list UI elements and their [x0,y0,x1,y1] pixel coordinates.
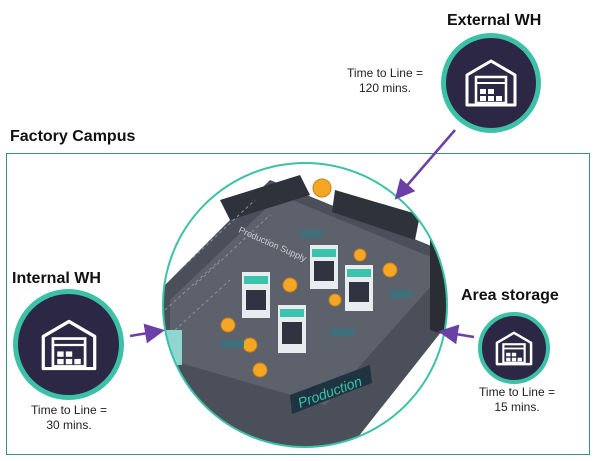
area-time-line2: 15 mins. [494,400,540,414]
internal-wh-time-note: Time to Line = 30 mins. [14,403,124,433]
robot-arm [328,293,342,307]
external-wh-icon-circle [441,33,541,133]
internal-time-line1: Time to Line = [31,403,107,417]
robot-arm [382,262,398,278]
external-wh-title: External WH [447,12,542,29]
robot-arm [312,178,332,198]
external-time-line1: Time to Line = [347,66,423,80]
internal-time-line2: 30 mins. [46,418,92,432]
back-wall-left [220,175,310,220]
internal-wh-icon-circle [13,289,124,400]
factory-campus-title: Factory Campus [10,128,136,145]
floor-upper [170,195,447,405]
area-time-line1: Time to Line = [479,385,555,399]
robot-arm [252,362,268,378]
production-scene: Production Supply Production [162,162,448,448]
internal-wh-title: Internal WH [12,270,101,287]
back-wall-right [332,190,420,240]
arrow-icon [438,324,475,345]
area-storage-icon-circle [478,312,550,384]
warehouse-icon [465,59,517,107]
robot-arm [220,317,236,333]
factory-campus-frame [6,153,590,455]
machine-2 [278,305,306,353]
external-wh-time-note: Time to Line = 120 mins. [330,66,440,96]
arrow-icon [129,323,165,344]
warehouse-icon [495,331,533,365]
robot-arm [353,248,367,262]
machine-4 [345,265,373,311]
area-storage-time-note: Time to Line = 15 mins. [462,385,572,415]
machine-1 [242,272,270,318]
external-time-line2: 120 mins. [358,81,412,95]
production-circle-outline [162,162,448,448]
area-storage-title: Area storage [461,287,559,304]
arrow-icon [394,129,456,200]
robot-arm [282,277,298,293]
machine-3 [310,245,338,289]
warehouse-icon [41,319,96,370]
